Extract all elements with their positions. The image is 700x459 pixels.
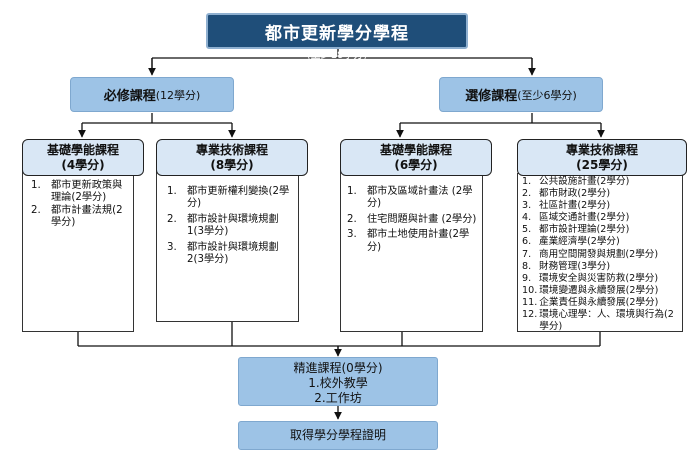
course-number: 3. — [347, 229, 357, 241]
course-item: 4. 區域交通計畫(2學分) — [522, 212, 680, 224]
advanced-title: 精進課程(0學分) — [293, 361, 383, 375]
ele-basic-list-box: 1. 都市及區域計畫法 (2學分) 2. 住宅問題與計畫 (2學分) 3. 都市土地使用計… — [340, 165, 483, 332]
course-item: 3. 都市土地使用計畫(2學分) — [347, 229, 478, 254]
course-number: 3. — [167, 241, 177, 253]
req-pro-header: 專業技術課程 (8學分) — [156, 139, 308, 176]
course-number: 3. — [522, 200, 532, 212]
course-number: 1. — [522, 176, 532, 187]
course-item: 1. 公共設施計畫(2學分) — [522, 176, 680, 188]
course-number: 9. — [522, 272, 532, 284]
req-basic-credits: (4學分) — [61, 158, 105, 172]
advanced-item-2: 2.工作坊 — [314, 391, 362, 405]
ele-basic-credits: (6學分) — [394, 158, 438, 172]
course-name: 都市設計與環境規劃1(3學分) — [187, 213, 279, 238]
course-item: 7. 商用空間開發與規劃(2學分) — [522, 249, 680, 261]
elective-label: 選修課程 — [465, 89, 518, 104]
course-number: 10. — [522, 284, 538, 296]
course-name: 都市及區域計畫法 (2學分) — [367, 186, 473, 210]
req-pro-course-list: 1. 都市更新權利變換(2學分) 2. 都市設計與環境規劃1(3學分) 3. 都市設計與環… — [167, 186, 294, 266]
program-title: 都市更新學分學程 — [265, 24, 409, 44]
advanced-courses-box: 精進課程(0學分) 1.校外教學 2.工作坊 — [238, 357, 438, 406]
course-name: 環境變遷與永續發展(2學分) — [539, 284, 659, 296]
ele-pro-course-list: 1. 公共設施計畫(2學分) 2. 都市財政(2學分) 3. 社區計畫(2學分) 4. 區域交… — [522, 176, 680, 333]
course-item: 10.環境變遷與永續發展(2學分) — [522, 285, 680, 297]
req-basic-list-box: 1. 都市更新政策與理論(2學分) 2. 都市計畫法規(2學分) — [22, 165, 134, 332]
course-item: 2. 都市財政(2學分) — [522, 188, 680, 200]
course-number: 7. — [522, 248, 532, 260]
course-item: 1. 都市更新權利變換(2學分) — [167, 186, 294, 211]
course-item: 1. 都市更新政策與理論(2學分) — [31, 180, 129, 205]
course-item: 3. 社區計畫(2學分) — [522, 200, 680, 212]
course-name: 都市更新政策與理論(2學分) — [51, 180, 123, 204]
course-number: 12. — [522, 309, 538, 321]
course-name: 社區計畫(2學分) — [539, 200, 611, 212]
ele-pro-header: 專業技術課程 (25學分) — [517, 139, 687, 176]
ele-basic-header: 基礎學能課程 (6學分) — [340, 139, 492, 176]
course-item: 1. 都市及區域計畫法 (2學分) — [347, 186, 478, 211]
course-item: 3. 都市設計與環境規劃2(3學分) — [167, 242, 294, 267]
req-pro-list-box: 1. 都市更新權利變換(2學分) 2. 都市設計與環境規劃1(3學分) 3. 都市設計與環… — [156, 165, 299, 322]
course-name: 都市財政(2學分) — [539, 188, 611, 200]
ele-pro-list-box: 1. 公共設施計畫(2學分) 2. 都市財政(2學分) 3. 社區計畫(2學分) 4. 區域交… — [517, 173, 683, 332]
course-name: 都市更新權利變換(2學分) — [187, 186, 290, 210]
course-name: 財務管理(3學分) — [539, 260, 611, 272]
course-number: 1. — [31, 180, 41, 191]
req-basic-course-list: 1. 都市更新政策與理論(2學分) 2. 都市計畫法規(2學分) — [31, 180, 129, 230]
course-name: 企業責任與永續發展(2學分) — [539, 296, 659, 308]
course-item: 2. 住宅問題與計畫 (2學分) — [347, 214, 478, 226]
course-name: 區域交通計畫(2學分) — [539, 212, 630, 224]
req-basic-title: 基礎學能課程 — [46, 143, 119, 157]
elective-courses-box: 選修課程 (至少6學分) — [439, 77, 603, 112]
course-name: 都市土地使用計畫(2學分) — [367, 229, 470, 253]
course-number: 1. — [347, 186, 357, 197]
course-name: 都市計畫法規(2學分) — [51, 204, 123, 229]
course-name: 都市設計與環境規劃2(3學分) — [187, 241, 279, 266]
course-item: 2. 都市設計與環境規劃1(3學分) — [167, 214, 294, 239]
course-number: 2. — [347, 213, 357, 225]
course-item: 9. 環境安全與災害防救(2學分) — [522, 273, 680, 285]
required-label: 必修課程 — [103, 89, 156, 104]
course-number: 8. — [522, 260, 532, 272]
course-item: 8. 財務管理(3學分) — [522, 261, 680, 273]
advanced-item-1: 1.校外教學 — [308, 376, 368, 390]
course-number: 4. — [522, 212, 532, 224]
req-pro-credits: (8學分) — [210, 158, 254, 172]
program-title-box: 都市更新學分學程 (至少18學分) — [206, 13, 468, 61]
course-number: 6. — [522, 236, 532, 248]
program-min-credits: (至少18學分) — [306, 50, 368, 61]
course-item: 11.企業責任與永續發展(2學分) — [522, 297, 680, 309]
course-name: 公共設施計畫(2學分) — [539, 176, 630, 187]
course-number: 2. — [522, 188, 532, 200]
course-item: 2. 都市計畫法規(2學分) — [31, 205, 129, 230]
certificate-label: 取得學分學程證明 — [289, 428, 386, 442]
required-courses-box: 必修課程 (12學分) — [70, 77, 234, 112]
req-pro-title: 專業技術課程 — [195, 143, 268, 157]
ele-pro-credits: (25學分) — [576, 158, 628, 172]
course-number: 2. — [167, 213, 177, 225]
required-credits: (12學分) — [155, 88, 201, 102]
course-name: 都市設計理論(2學分) — [539, 224, 630, 236]
elective-credits: (至少6學分) — [517, 88, 577, 102]
req-basic-header: 基礎學能課程 (4學分) — [22, 139, 144, 176]
course-item: 6. 產業經濟學(2學分) — [522, 236, 680, 248]
ele-basic-course-list: 1. 都市及區域計畫法 (2學分) 2. 住宅問題與計畫 (2學分) 3. 都市土地使用計… — [347, 186, 478, 254]
course-number: 2. — [31, 204, 41, 216]
course-number: 1. — [167, 186, 177, 197]
course-name: 產業經濟學(2學分) — [539, 236, 620, 248]
course-name: 環境心理學：人、環境與行為(2學分) — [539, 309, 674, 333]
course-item: 5. 都市設計理論(2學分) — [522, 224, 680, 236]
course-name: 環境安全與災害防救(2學分) — [539, 272, 659, 284]
ele-basic-title: 基礎學能課程 — [379, 143, 452, 157]
course-name: 住宅問題與計畫 (2學分) — [367, 213, 477, 225]
certificate-box: 取得學分學程證明 — [238, 421, 438, 450]
ele-pro-title: 專業技術課程 — [565, 143, 638, 157]
course-number: 5. — [522, 224, 532, 236]
course-name: 商用空間開發與規劃(2學分) — [539, 248, 659, 260]
course-number: 11. — [522, 296, 538, 308]
course-item: 12.環境心理學：人、環境與行為(2學分) — [522, 309, 680, 333]
